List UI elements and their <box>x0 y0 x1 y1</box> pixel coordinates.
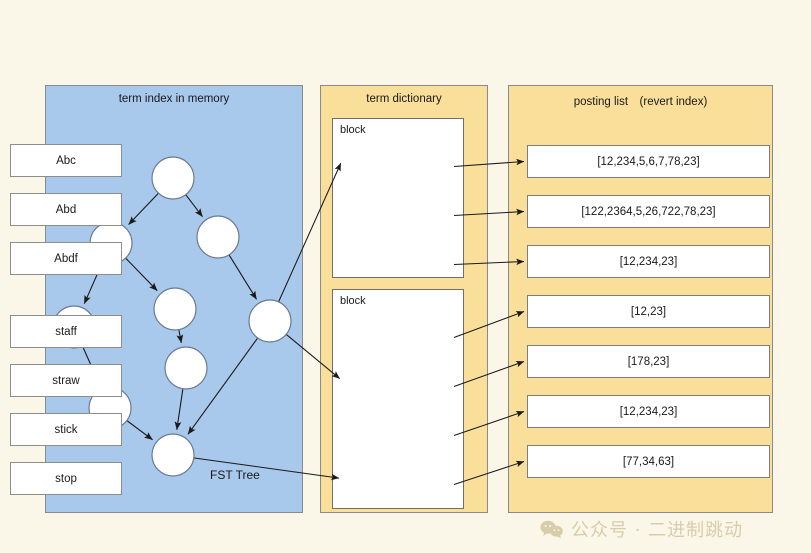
term-block: block <box>332 289 464 509</box>
posting-list-box[interactable]: [77,34,63] <box>527 445 770 478</box>
posting-list-value: [77,34,63] <box>622 455 675 468</box>
term-box[interactable]: straw <box>10 364 122 397</box>
fst-node <box>196 215 240 259</box>
posting-list-box[interactable]: [12,234,23] <box>527 245 770 278</box>
fst-edge <box>187 338 258 435</box>
term-box[interactable]: Abc <box>10 144 122 177</box>
term-box-label: stick <box>54 423 78 436</box>
posting-list-box[interactable]: [12,23] <box>527 295 770 328</box>
panel-term-index-title: term index in memory <box>118 93 230 105</box>
term-box-label: Abc <box>56 154 76 167</box>
fst-edge <box>174 389 184 430</box>
fst-edge <box>128 193 159 225</box>
fst-node <box>248 299 292 343</box>
wechat-icon <box>540 520 563 538</box>
fst-edge <box>126 420 153 441</box>
fst-node <box>151 156 195 200</box>
posting-list-box[interactable]: [12,234,23] <box>527 395 770 428</box>
term-box[interactable]: Abdf <box>10 242 122 275</box>
panel-term-dictionary-title: term dictionary <box>366 93 442 105</box>
term-box-label: staff <box>55 325 77 338</box>
posting-list-value: [12,234,5,6,7,78,23] <box>597 155 700 168</box>
panel-posting-list-title: posting list (revert index) <box>573 96 708 108</box>
posting-list-value: [122,2364,5,26,722,78,23] <box>581 205 716 218</box>
term-block: block <box>332 118 464 278</box>
fst-edge <box>228 254 258 300</box>
fst-node <box>164 346 208 390</box>
fst-edge <box>176 330 184 344</box>
posting-list-value: [12,234,23] <box>619 405 678 418</box>
posting-list-box[interactable]: [122,2364,5,26,722,78,23] <box>527 195 770 228</box>
posting-list-value: [12,23] <box>630 305 667 318</box>
posting-list-box[interactable]: [12,234,5,6,7,78,23] <box>527 145 770 178</box>
term-box-label: Abdf <box>54 252 78 265</box>
posting-list-value: [12,234,23] <box>619 255 678 268</box>
fst-node <box>153 287 197 331</box>
term-box[interactable]: stop <box>10 462 122 495</box>
fst-edge <box>125 258 158 292</box>
term-box-label: stop <box>55 472 77 485</box>
posting-list-value: [178,23] <box>627 355 670 368</box>
fst-edge <box>185 194 203 218</box>
term-box[interactable]: Abd <box>10 193 122 226</box>
watermark: 公众号 · 二进制跳动 <box>540 516 743 542</box>
term-box-label: Abd <box>55 203 77 216</box>
fst-node <box>151 433 195 477</box>
fst-tree-label: FST Tree <box>210 468 260 482</box>
watermark-text: 公众号 · 二进制跳动 <box>571 520 744 541</box>
term-box-label: straw <box>52 374 80 387</box>
term-block-label: block <box>340 295 366 307</box>
term-box[interactable]: stick <box>10 413 122 446</box>
term-box[interactable]: staff <box>10 315 122 348</box>
posting-list-box[interactable]: [178,23] <box>527 345 770 378</box>
term-block-label: block <box>340 124 366 136</box>
